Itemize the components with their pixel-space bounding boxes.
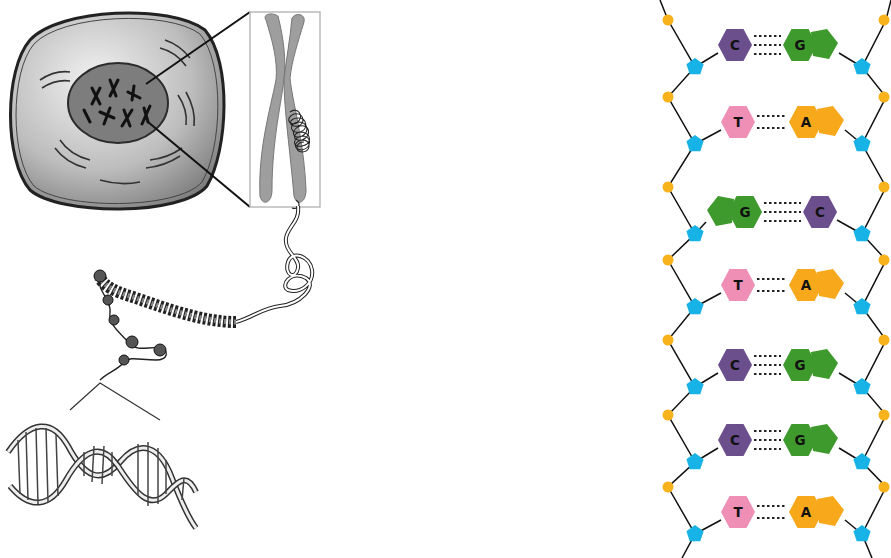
base-ring [718, 424, 752, 456]
base-outline [706, 196, 762, 228]
base-ring [721, 496, 755, 528]
base-ring [783, 349, 817, 381]
base-outline [783, 29, 839, 61]
base-letter: C [718, 29, 752, 61]
base-shape: T [721, 496, 755, 528]
double-helix [8, 383, 196, 528]
base-outline [789, 496, 845, 528]
base-letter: G [728, 196, 762, 228]
dna-backbone [660, 0, 891, 558]
base-ring [789, 269, 823, 301]
base-outline [789, 106, 845, 138]
base-shape: C [718, 29, 752, 61]
hydrogen-bond [754, 431, 781, 449]
base-letter: T [721, 106, 755, 138]
base-outline [783, 424, 839, 456]
zoom-box [250, 12, 320, 207]
base-shape: A [789, 269, 845, 301]
hydrogen-bond [757, 279, 787, 291]
base-shape: C [718, 424, 752, 456]
hydrogen-bond [757, 116, 787, 128]
hydrogen-bond [754, 356, 781, 374]
base-shape: C [803, 196, 837, 228]
base-shape: A [789, 106, 845, 138]
nucleosomes [94, 270, 166, 365]
base-letter: C [803, 196, 837, 228]
base-ring [783, 29, 817, 61]
base-shape: G [706, 196, 762, 228]
base-letter: C [718, 349, 752, 381]
base-ring [803, 196, 837, 228]
hydrogen-bond [754, 36, 781, 54]
base-letter: A [789, 106, 823, 138]
base-outline [789, 269, 845, 301]
chromosome [260, 14, 310, 208]
zoom-lines [146, 12, 250, 207]
base-ring [721, 269, 755, 301]
base-ring [721, 106, 755, 138]
base-letter: A [789, 269, 823, 301]
base-letter: T [721, 496, 755, 528]
base-ring [789, 106, 823, 138]
base-letter: A [789, 496, 823, 528]
hydrogen-bond [764, 203, 801, 221]
hydrogen-bond [757, 506, 787, 518]
base-outline [783, 349, 839, 381]
base-shape: G [783, 349, 839, 381]
base-letter: C [718, 424, 752, 456]
base-ring [718, 29, 752, 61]
cell [11, 13, 225, 209]
base-shape: C [718, 349, 752, 381]
base-letter: G [783, 424, 817, 456]
base-letter: G [783, 349, 817, 381]
base-ring [789, 496, 823, 528]
base-shape: G [783, 424, 839, 456]
base-shape: T [721, 269, 755, 301]
base-shape: G [783, 29, 839, 61]
base-shape: A [789, 496, 845, 528]
base-ring [728, 196, 762, 228]
base-ring [718, 349, 752, 381]
base-letter: G [783, 29, 817, 61]
base-letter: T [721, 269, 755, 301]
base-shape: T [721, 106, 755, 138]
chromatin-fibre [99, 206, 312, 380]
base-ring [783, 424, 817, 456]
